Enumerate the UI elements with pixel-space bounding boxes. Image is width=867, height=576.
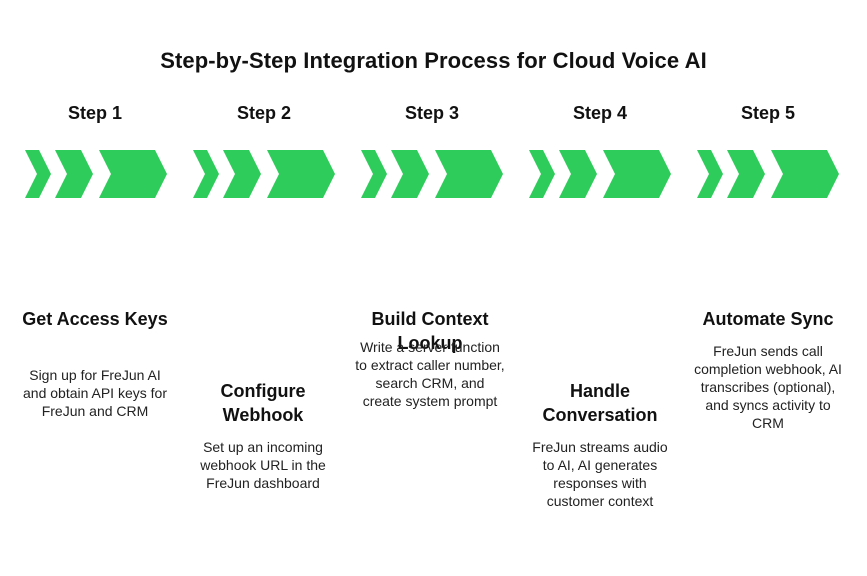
chevron-arrow-icon <box>697 150 723 198</box>
page-title: Step-by-Step Integration Process for Clo… <box>160 48 707 73</box>
step-4-label: Step 4 <box>572 103 628 123</box>
step-2-description: Set up an incoming webhook URL in the Fr… <box>200 439 326 491</box>
step-1-description: Sign up for FreJun AI and obtain API key… <box>23 367 167 419</box>
step-3-label: Step 3 <box>404 103 460 123</box>
step-3-chevron-group <box>361 150 503 198</box>
chevron-arrow-icon <box>727 150 765 198</box>
chevron-arrow-icon <box>603 150 671 198</box>
chevron-arrow-icon <box>391 150 429 198</box>
step-3-description: Write a server function to extract calle… <box>355 339 505 409</box>
step-3-chevrons-icon <box>361 149 511 199</box>
step-5-chevron-group <box>697 150 839 198</box>
chevron-arrow-icon <box>267 150 335 198</box>
step-5-chevrons-icon <box>697 149 847 199</box>
chevron-arrow-icon <box>223 150 261 198</box>
chevron-arrow-icon <box>25 150 51 198</box>
step-5-heading: Automate Sync <box>702 309 834 329</box>
chevron-arrow-icon <box>55 150 93 198</box>
step-5-description: FreJun sends call completion webhook, AI… <box>694 343 842 431</box>
step-4-chevron-group <box>529 150 671 198</box>
step-2-chevron-group <box>193 150 335 198</box>
chevron-arrow-icon <box>559 150 597 198</box>
step-1-chevron-group <box>25 150 167 198</box>
chevron-arrow-icon <box>529 150 555 198</box>
chevron-arrow-icon <box>193 150 219 198</box>
chevron-arrow-icon <box>99 150 167 198</box>
chevron-arrow-icon <box>361 150 387 198</box>
step-4-description: FreJun streams audio to AI, AI generates… <box>532 439 668 509</box>
step-2-chevrons-icon <box>193 149 343 199</box>
step-4-chevrons-icon <box>529 149 679 199</box>
step-4-heading: Handle Conversation <box>542 381 658 425</box>
step-2-heading: Configure Webhook <box>220 381 306 425</box>
step-1-label: Step 1 <box>67 103 123 123</box>
step-2-label: Step 2 <box>236 103 292 123</box>
step-1-heading: Get Access Keys <box>22 309 168 329</box>
step-5-label: Step 5 <box>740 103 796 123</box>
step-3-heading: Build Context Lookup <box>371 309 489 353</box>
chevron-arrow-icon <box>771 150 839 198</box>
chevron-arrow-icon <box>435 150 503 198</box>
step-1-chevrons-icon <box>25 149 175 199</box>
